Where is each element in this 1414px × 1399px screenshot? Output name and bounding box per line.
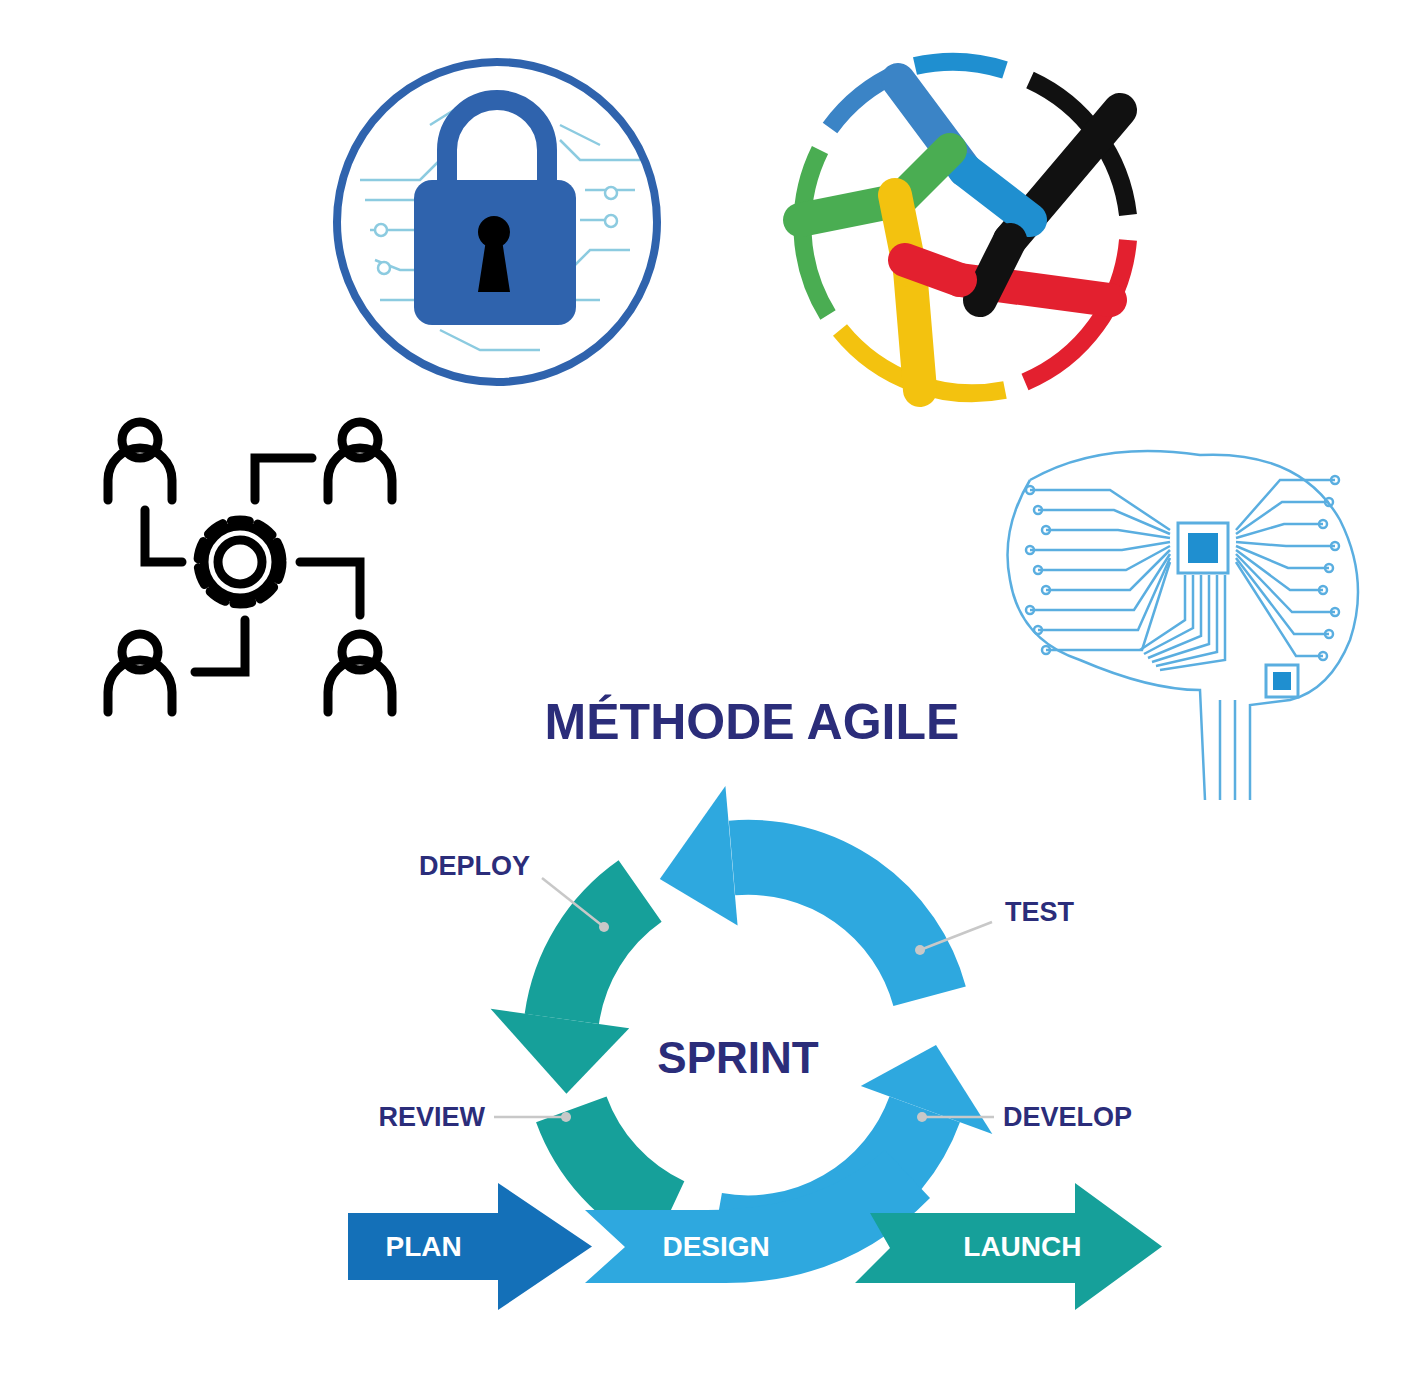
- team-gear-icon: [108, 422, 392, 712]
- node-shape: [348, 1183, 592, 1310]
- phase-label: TEST: [1005, 897, 1074, 928]
- phase-label: REVIEW: [378, 1102, 485, 1133]
- sprint-cycle: [491, 786, 993, 1233]
- phase-label: DEVELOP: [1003, 1102, 1132, 1133]
- launch-arrow: LAUNCH: [855, 1183, 1165, 1310]
- plan-arrow: PLAN: [348, 1183, 592, 1310]
- sprint-label: SPRINT: [657, 1033, 818, 1083]
- circuit-brain-icon: [1008, 451, 1359, 800]
- node-label: LAUNCH: [963, 1231, 1081, 1263]
- diagram-title: MÉTHODE AGILE: [545, 693, 960, 751]
- lock-icon: [337, 62, 657, 382]
- node-label: PLAN: [386, 1231, 462, 1263]
- node-label: DESIGN: [662, 1231, 769, 1263]
- teamwork-hands-icon: [800, 62, 1128, 393]
- phase-label: DEPLOY: [419, 851, 530, 882]
- leader-lines: [494, 878, 994, 1122]
